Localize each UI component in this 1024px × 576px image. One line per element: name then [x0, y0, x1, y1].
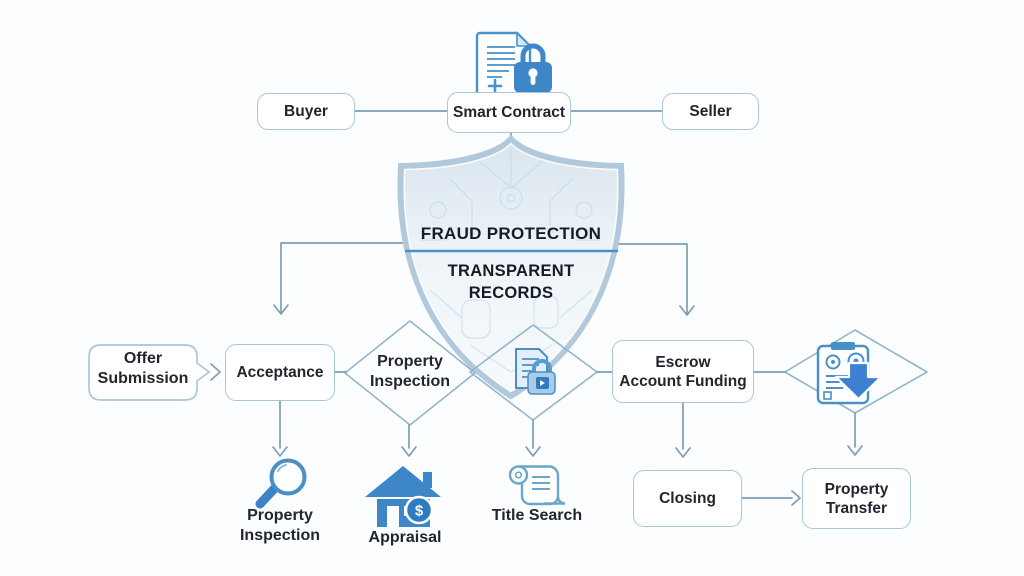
smart-contract-label: Smart Contract — [453, 104, 565, 121]
acceptance-box: Acceptance — [225, 344, 335, 401]
connector-shield-to-acceptance — [280, 242, 431, 314]
transparent-records-title: TRANSPARENT RECORDS — [406, 261, 616, 304]
acceptance-label: Acceptance — [236, 364, 324, 381]
submission-line: Submission — [97, 370, 189, 387]
closing-box: Closing — [633, 470, 742, 527]
arrowhead-to-acceptance — [273, 304, 289, 315]
arrow-closing-to-transfer — [741, 490, 801, 506]
offer-submission-label: Offer Submission — [92, 349, 194, 389]
scroll-icon — [508, 465, 566, 506]
closing-label: Closing — [659, 490, 716, 507]
seller-box: Seller — [662, 93, 759, 130]
inspection-line: Inspection — [239, 527, 320, 544]
seller-label: Seller — [689, 103, 732, 120]
shield-inner-rim — [403, 142, 619, 393]
property-inspection-diamond-label: Property Inspection — [352, 352, 468, 392]
transparent-line: TRANSPARENT — [447, 262, 575, 280]
inspection-line: Inspection — [369, 373, 450, 390]
fraud-protection-title: FRAUD PROTECTION — [420, 224, 602, 243]
buyer-box: Buyer — [257, 93, 355, 130]
property-transfer-box: Property Transfer — [802, 468, 911, 529]
transfer-line: Transfer — [825, 499, 888, 517]
arrowhead-to-escrow — [679, 305, 695, 316]
document-lock-icon — [475, 31, 552, 97]
buyer-label: Buyer — [284, 103, 328, 120]
property-inspection-diamond — [344, 320, 476, 426]
offer-line: Offer — [123, 350, 163, 367]
arrow-diamond-to-titlesearch-icon — [525, 419, 541, 457]
title-search-label: Title Search — [491, 507, 583, 524]
arrow-acceptance-to-inspection-icon — [272, 400, 288, 457]
magnifier-icon — [255, 458, 307, 509]
dollar-sign: $ — [415, 503, 424, 520]
offer-submission-bubble — [88, 344, 211, 401]
connector-shield-to-escrow — [599, 243, 688, 315]
smart-contract-box: Smart Contract — [447, 92, 571, 133]
escrow-line: Escrow — [655, 353, 711, 371]
shield-body — [397, 134, 625, 400]
records-line: RECORDS — [468, 283, 554, 302]
flow-connectors — [210, 110, 863, 506]
arrow-diamond-to-appraisal-icon — [401, 424, 417, 457]
account-funding-line: Account Funding — [619, 372, 747, 390]
secure-document-icon — [515, 348, 556, 395]
property-inspection-icon-label: Property Inspection — [218, 506, 342, 546]
arrow-diamond-to-transfer — [847, 412, 863, 456]
house-dollar-icon: $ — [365, 466, 441, 527]
appraisal-label: Appraisal — [368, 529, 442, 546]
escrow-label: Escrow Account Funding — [619, 353, 746, 391]
arrowhead-offer-to-acceptance — [210, 363, 221, 381]
property-transfer-label: Property Transfer — [825, 480, 889, 518]
property-line: Property — [824, 480, 889, 498]
arrow-escrow-to-closing — [675, 402, 691, 458]
escrow-account-funding-box: Escrow Account Funding — [612, 340, 754, 403]
property-line: Property — [377, 353, 443, 370]
contract-download-icon — [816, 342, 883, 405]
protection-shield — [397, 134, 625, 400]
shield-circuit-pattern — [420, 150, 602, 373]
property-line: Property — [247, 507, 313, 524]
